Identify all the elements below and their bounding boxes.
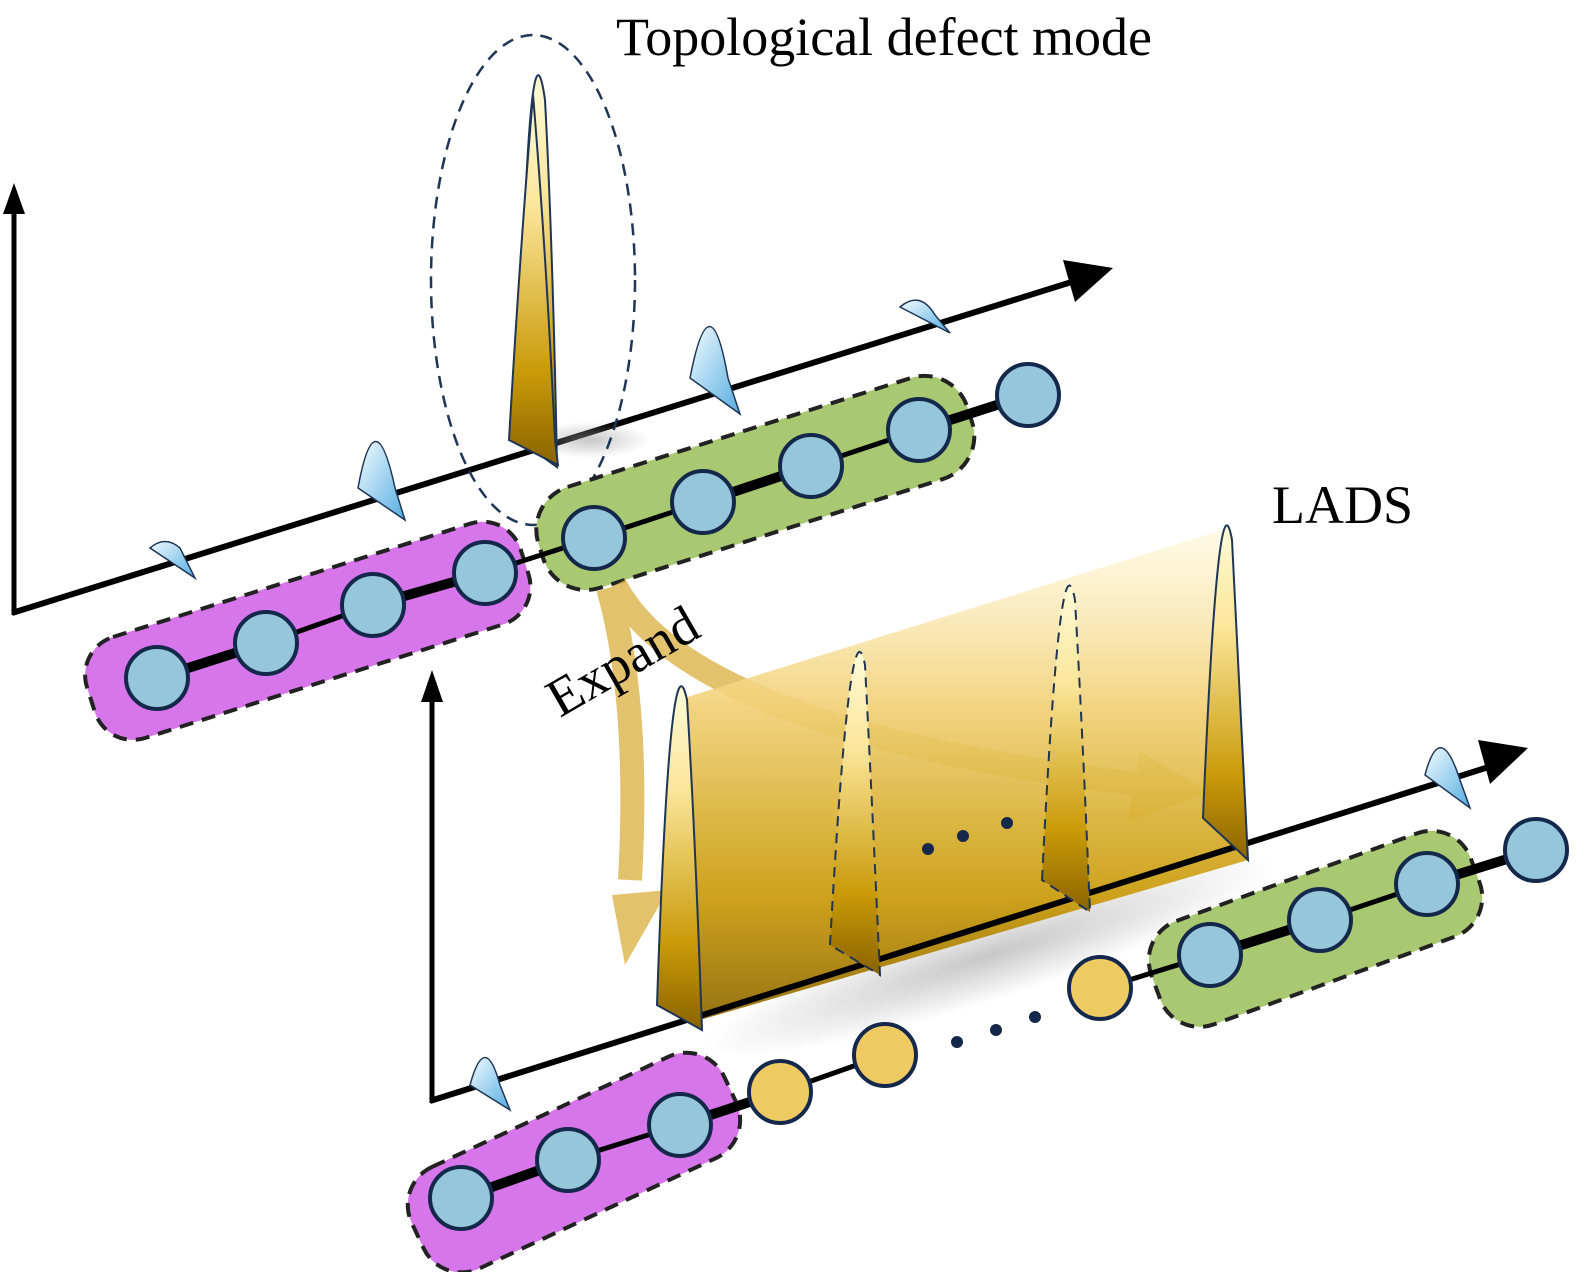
lattice-site bbox=[561, 505, 627, 571]
bottom-chain-sites bbox=[428, 817, 1569, 1231]
defect-site bbox=[852, 1022, 918, 1088]
lattice-site bbox=[428, 1165, 494, 1231]
bottom-x-axis bbox=[429, 762, 1496, 1104]
expand-arrow-down bbox=[596, 584, 645, 881]
lads-label: LADS bbox=[1272, 475, 1413, 535]
lattice-site bbox=[886, 397, 952, 463]
lads-wall bbox=[678, 530, 1248, 1020]
lads-peak bbox=[1201, 524, 1250, 863]
lattice-site bbox=[535, 1127, 601, 1193]
defect-site bbox=[1067, 955, 1133, 1021]
bottom-y-axis-arrowhead bbox=[421, 670, 443, 702]
topological-defect-mode-peak-core bbox=[507, 94, 560, 467]
lattice-site bbox=[1287, 887, 1353, 953]
defect-mode-highlight-ellipse bbox=[429, 33, 637, 527]
lattice-site bbox=[995, 362, 1061, 428]
lads-ellipsis bbox=[922, 817, 1013, 855]
topological-defect-mode-label: Topological defect mode bbox=[616, 7, 1152, 67]
bulk-mode-peak bbox=[148, 540, 197, 581]
lattice-site bbox=[340, 572, 406, 638]
lattice-site bbox=[233, 610, 299, 676]
top-x-axis-arrowhead bbox=[1063, 260, 1113, 302]
lads-peak-dashed bbox=[1040, 584, 1092, 914]
top-chain-sites bbox=[124, 362, 1061, 711]
bottom-x-axis-arrowhead bbox=[1478, 740, 1528, 784]
bottom-panel: LADS bbox=[405, 475, 1569, 1272]
bulk-mode-peak bbox=[1424, 747, 1472, 811]
lattice-site bbox=[1177, 922, 1243, 988]
lattice-site bbox=[1503, 817, 1569, 883]
lattice-site bbox=[670, 469, 736, 535]
lads-peak-dashed bbox=[828, 651, 882, 977]
bulk-mode-peak bbox=[357, 440, 407, 522]
bulk-mode-peak bbox=[898, 299, 951, 334]
lattice-site bbox=[124, 645, 190, 711]
lads-shadow bbox=[704, 852, 1276, 1058]
bulk-mode-peak bbox=[689, 326, 742, 416]
lattice-site bbox=[452, 540, 518, 606]
expand-arrow-down-head bbox=[612, 890, 668, 965]
lads-peak bbox=[655, 685, 704, 1032]
chain-ellipsis bbox=[951, 1011, 1041, 1048]
bulk-mode-peak bbox=[469, 1056, 512, 1112]
defect-site bbox=[747, 1059, 813, 1125]
defect-peak-shadow bbox=[530, 422, 650, 458]
lattice-site bbox=[647, 1092, 713, 1158]
top-panel: Topological defect mode bbox=[3, 7, 1152, 742]
top-y-axis-arrowhead bbox=[3, 183, 25, 214]
lattice-site bbox=[778, 433, 844, 499]
lattice-site bbox=[1394, 851, 1460, 917]
